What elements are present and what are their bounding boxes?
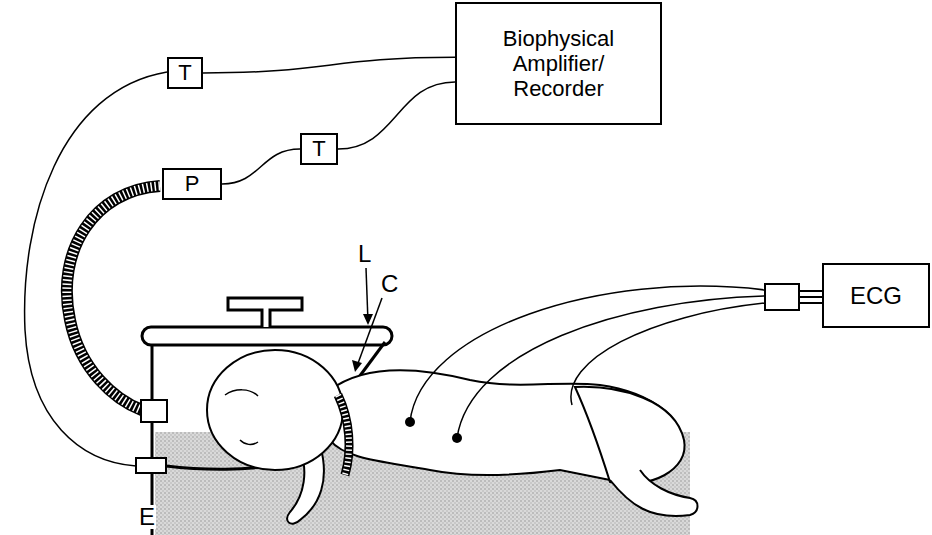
arrowhead [363, 314, 373, 325]
lid-handle [228, 298, 302, 327]
tube-ribs [67, 186, 160, 410]
ecg-cable [799, 302, 822, 304]
box-label: T [178, 60, 191, 85]
leader-line [357, 298, 382, 366]
signal-cable [222, 149, 300, 184]
ecg-cable [799, 290, 822, 292]
leader-line [366, 268, 368, 322]
transducer-box: T [167, 57, 203, 89]
tube-port [141, 400, 167, 422]
signal-cable [338, 82, 455, 149]
electrode-port [136, 458, 166, 473]
infant-leg [610, 470, 698, 516]
chamber-lid [142, 327, 392, 345]
ecg-wire [457, 296, 765, 438]
amplifier-box: Biophysical Amplifier/ Recorder [455, 2, 662, 125]
ecg-box: ECG [822, 263, 930, 328]
infant-ear [225, 390, 258, 396]
neck-seal [338, 395, 349, 475]
box-label: Biophysical Amplifier/ Recorder [484, 26, 634, 102]
ecg-wire [410, 286, 765, 422]
diaper [575, 387, 685, 484]
box-label: P [185, 171, 200, 196]
neck-seal-ribs [338, 395, 349, 475]
arrowhead [352, 360, 362, 372]
callout-letter: E [138, 505, 156, 529]
ecg-connector [765, 284, 799, 310]
box-label: T [312, 136, 325, 161]
ecg-wire [571, 303, 765, 405]
transducer-box: T [300, 133, 338, 165]
sensor-lead [25, 72, 167, 466]
signal-cable [203, 57, 455, 73]
ecg-cable [799, 296, 822, 298]
box-label: ECG [850, 282, 902, 310]
callout-letter: L [357, 242, 372, 266]
infant-eye [240, 440, 258, 444]
pressure-box: P [162, 168, 222, 200]
callout-letter: C [380, 272, 399, 296]
infant-head [207, 350, 343, 470]
corrugated-tube [67, 186, 160, 410]
